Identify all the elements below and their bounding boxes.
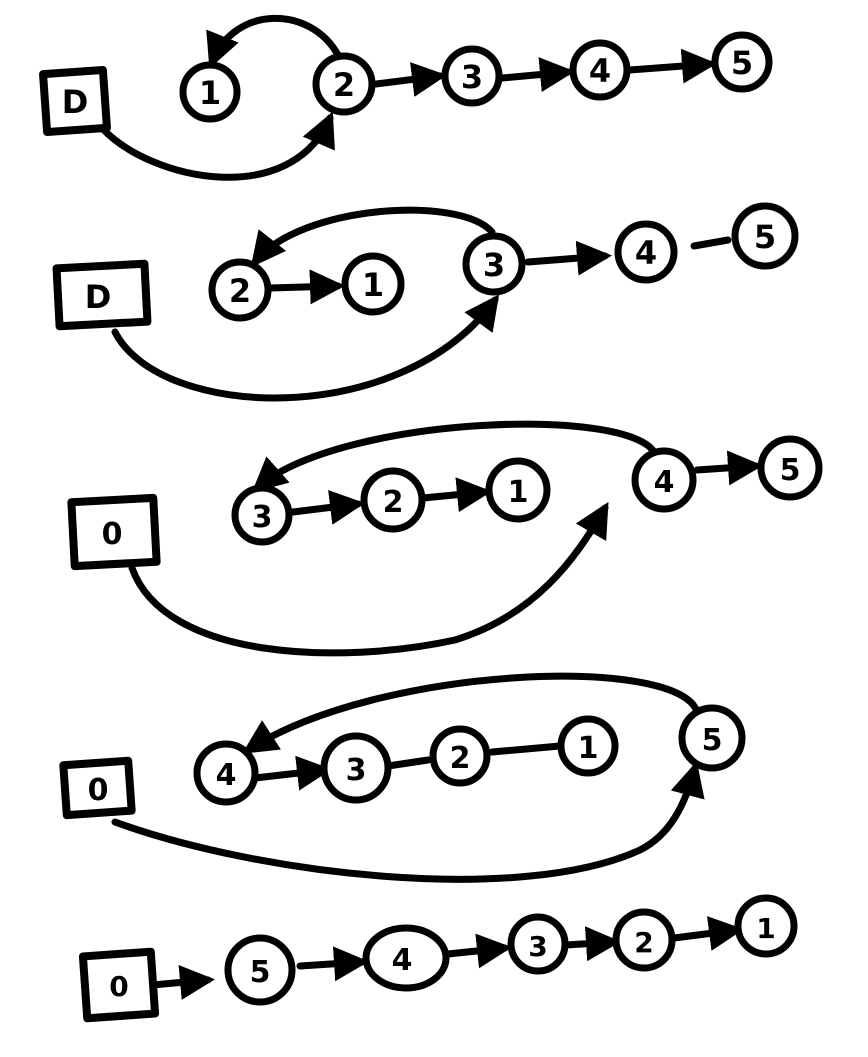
row-3-node-5: [757, 435, 823, 501]
row-1-node-4: [569, 39, 631, 101]
row-2-node-4: [614, 220, 678, 284]
row-5-arrow-node-3-to-node-2: [562, 926, 621, 962]
row-1-arrow-node-2-to-node-3: [372, 62, 447, 97]
row-5-node-1: [734, 894, 798, 958]
row-1-arrow-node-2-to-node-1: [206, 14, 342, 69]
row-1-arrow-node-3-to-node-4: [498, 57, 575, 92]
row-5-node-5: [224, 934, 296, 1006]
row-5-node-4-label: 4: [392, 943, 413, 978]
row-3-arrow-node-4-to-node-5: [693, 450, 763, 486]
row-1-arrow-node-4-to-node-5: [626, 48, 717, 84]
row-4: 0 4 3 2 1 5: [59, 672, 746, 883]
row-4-arrow-node-5-to-node-4: [242, 672, 701, 754]
row-4-node-2-label: 2: [450, 741, 471, 776]
row-4-node-5-label: 5: [702, 723, 723, 758]
row-5-node-2: [612, 908, 676, 972]
row-1-head-label: D: [62, 83, 89, 121]
row-3-node-1: [485, 457, 551, 523]
row-4-line-node-3-to-node-2: [384, 756, 432, 770]
row-3-node-2: [360, 467, 426, 533]
row-4-head-box: [59, 756, 136, 820]
row-3-arrow-node-4-to-node-3: [251, 420, 660, 493]
row-2-head-label: D: [85, 278, 112, 316]
row-3-head-box: [67, 493, 161, 571]
row-3-node-2-label: 2: [383, 485, 404, 520]
row-2-node-2-label: 2: [229, 272, 251, 310]
row-1-node-1-label: 1: [199, 74, 221, 112]
row-2-node-1-label: 1: [362, 266, 384, 304]
row-4-node-3-label: 3: [346, 753, 367, 788]
row-1: D 1 2 3 4 5: [39, 14, 773, 181]
row-5-head-label: 0: [109, 970, 128, 1003]
row-3-node-4-label: 4: [654, 465, 675, 500]
row-2-arrow-node-3-to-node-2: [250, 206, 496, 268]
row-3: 0 3 2 1 4 5: [67, 420, 823, 657]
row-4-node-5: [678, 704, 746, 772]
row-4-node-4-label: 4: [216, 758, 237, 793]
row-2-node-3-label: 3: [483, 246, 505, 284]
row-4-head-label: 0: [88, 773, 109, 808]
row-5-node-1-label: 1: [756, 912, 775, 945]
row-1-node-3: [441, 45, 503, 107]
row-1-node-4-label: 4: [589, 52, 611, 90]
row-1-node-1: [179, 61, 241, 123]
row-5-arrow-node-5-to-node-4: [296, 946, 369, 982]
row-3-node-3: [231, 484, 293, 546]
row-4-arrow-node-4-to-node-3: [251, 755, 332, 791]
row-5-arrow-node-2-to-node-1: [670, 916, 744, 951]
row-2-node-3: [462, 232, 526, 296]
row-5-arrow-head-to-node-5: [148, 965, 215, 1000]
row-5-arrow-node-4-to-node-3: [444, 933, 512, 969]
row-5: 0 5 4 3 2 1: [78, 894, 798, 1023]
row-2-node-2: [208, 258, 272, 322]
row-1-node-2-label: 2: [333, 66, 355, 104]
row-2-node-1: [341, 252, 405, 316]
row-3-node-1-label: 1: [508, 475, 529, 510]
row-3-node-3-label: 3: [252, 500, 273, 535]
row-4-node-1-label: 1: [578, 731, 599, 766]
row-2-line-node-4-to-node-5: [690, 236, 732, 250]
row-5-node-3: [507, 913, 569, 975]
row-3-arrow-node-3-to-node-2: [289, 490, 365, 525]
row-2-arrow-head-to-node-3: [111, 294, 500, 402]
row-4-arrow-head-to-node-5: [111, 761, 705, 883]
row-1-node-3-label: 3: [461, 58, 483, 96]
row-1-node-5-label: 5: [731, 44, 753, 82]
row-4-node-2: [429, 725, 491, 787]
row-2-node-5-label: 5: [754, 218, 776, 256]
row-4-line-node-2-to-node-1: [488, 742, 564, 756]
row-5-node-5-label: 5: [250, 955, 271, 990]
row-3-node-4: [631, 447, 697, 513]
row-1-node-2: [312, 52, 376, 116]
row-5-node-2-label: 2: [634, 926, 653, 959]
row-2: D 2 1 3 4 5: [52, 202, 799, 402]
row-2-head-box: [52, 259, 152, 331]
row-2-arrow-node-3-to-node-4: [524, 240, 612, 276]
row-3-head-label: 0: [102, 517, 123, 552]
row-1-head-box: [39, 65, 111, 137]
row-5-head-box: [78, 947, 160, 1023]
row-2-node-4-label: 4: [635, 234, 657, 272]
row-3-node-5-label: 5: [780, 453, 801, 488]
row-3-arrow-node-2-to-node-1: [419, 477, 492, 513]
row-4-node-4: [193, 740, 259, 806]
row-2-node-5: [731, 202, 799, 270]
row-4-node-3: [320, 732, 392, 804]
row-3-arrow-head-to-node-4: [128, 501, 609, 657]
row-4-node-1: [557, 715, 619, 777]
row-5-node-4: [362, 924, 450, 992]
row-2-arrow-node-2-to-node-1: [266, 269, 345, 305]
row-1-node-5: [711, 31, 773, 93]
row-1-arrow-head-to-node-2: [98, 111, 335, 181]
row-5-node-3-label: 3: [528, 930, 547, 963]
